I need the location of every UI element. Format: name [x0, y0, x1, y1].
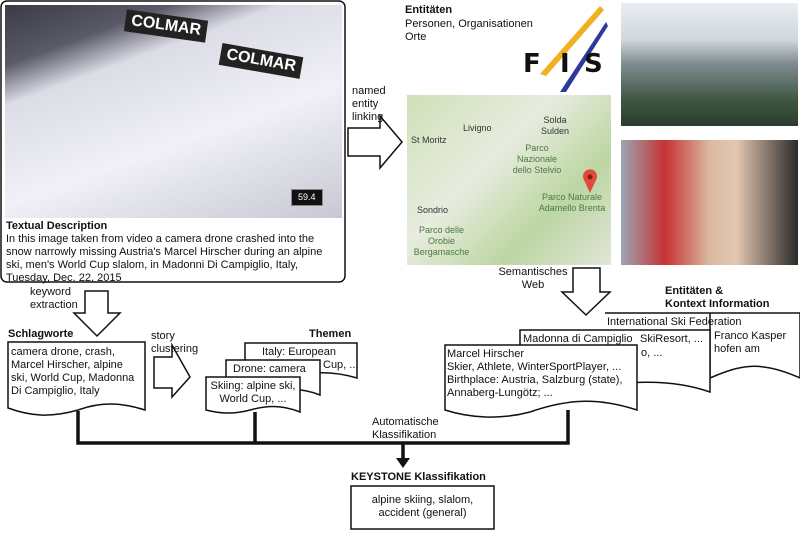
map-label: Parco Nazionale dello Stelvio: [512, 143, 562, 175]
theme-italy-extra: Cup, ...: [323, 359, 359, 371]
document-shape: [444, 344, 638, 418]
svg-text:F: F: [523, 49, 541, 79]
down-arrow-icon: [560, 267, 612, 317]
schlagworte-title: Schlagworte: [8, 328, 74, 340]
doc-international-ski-federation: International Ski Federation: [607, 316, 742, 328]
document-shape: [205, 376, 301, 414]
map-label: Livigno: [463, 123, 492, 133]
right-arrow-icon: [153, 342, 191, 399]
doc-madonna-title: Madonna di Campiglio: [523, 333, 633, 345]
schlagworte-text: camera drone, crash,Marcel Hirscher, alp…: [11, 346, 135, 397]
map-label: Solda Sulden: [540, 115, 570, 136]
doc-madonna-extra: SkiResort, ...: [640, 333, 703, 345]
description-title: Textual Description: [6, 220, 108, 232]
entities-title: Entitäten: [405, 4, 453, 16]
context-title: Entitäten &Kontext Information: [665, 285, 770, 310]
map-label: Parco Naturale Adamello Brenta: [538, 192, 606, 213]
description-text: In this image taken from video a camera …: [6, 233, 323, 284]
video-frame-image: COLMAR COLMAR 59.4: [5, 5, 342, 218]
down-arrow-icon: [72, 290, 122, 338]
keystone-title: KEYSTONE Klassifikation: [351, 471, 486, 483]
map-label: St Moritz: [411, 135, 447, 145]
connector-lines: [76, 410, 570, 458]
svg-text:I: I: [560, 49, 570, 79]
svg-text:S: S: [584, 49, 603, 79]
map-label: Parco delle Orobie Bergamasche: [413, 225, 470, 257]
doc-madonna-extra: o, ...: [641, 347, 663, 359]
skier-photo: [621, 140, 798, 265]
banner-text: COLMAR: [218, 43, 304, 79]
map-pin-icon: [583, 169, 597, 193]
right-arrow-icon: [347, 113, 403, 171]
theme-italy: Italy: European: [262, 346, 336, 358]
banner-text: COLMAR: [123, 9, 209, 43]
fis-logo: F I S: [523, 6, 608, 92]
theme-drone: Drone: camera: [233, 363, 306, 375]
document-shape: [7, 341, 146, 416]
themen-title: Themen: [309, 328, 352, 340]
map-image: St Moritz Livigno Solda Sulden Parco Naz…: [407, 95, 611, 265]
arrowhead-icon: [396, 458, 410, 468]
map-label: Sondrio: [417, 205, 449, 215]
keystone-box: [350, 485, 495, 530]
mountain-photo: [621, 3, 798, 126]
theme-skiing: Skiing: alpine ski,World Cup, ...: [210, 380, 296, 405]
score-badge: 59.4: [291, 189, 323, 206]
keystone-result: alpine skiing, slalom,accident (general): [371, 494, 474, 519]
